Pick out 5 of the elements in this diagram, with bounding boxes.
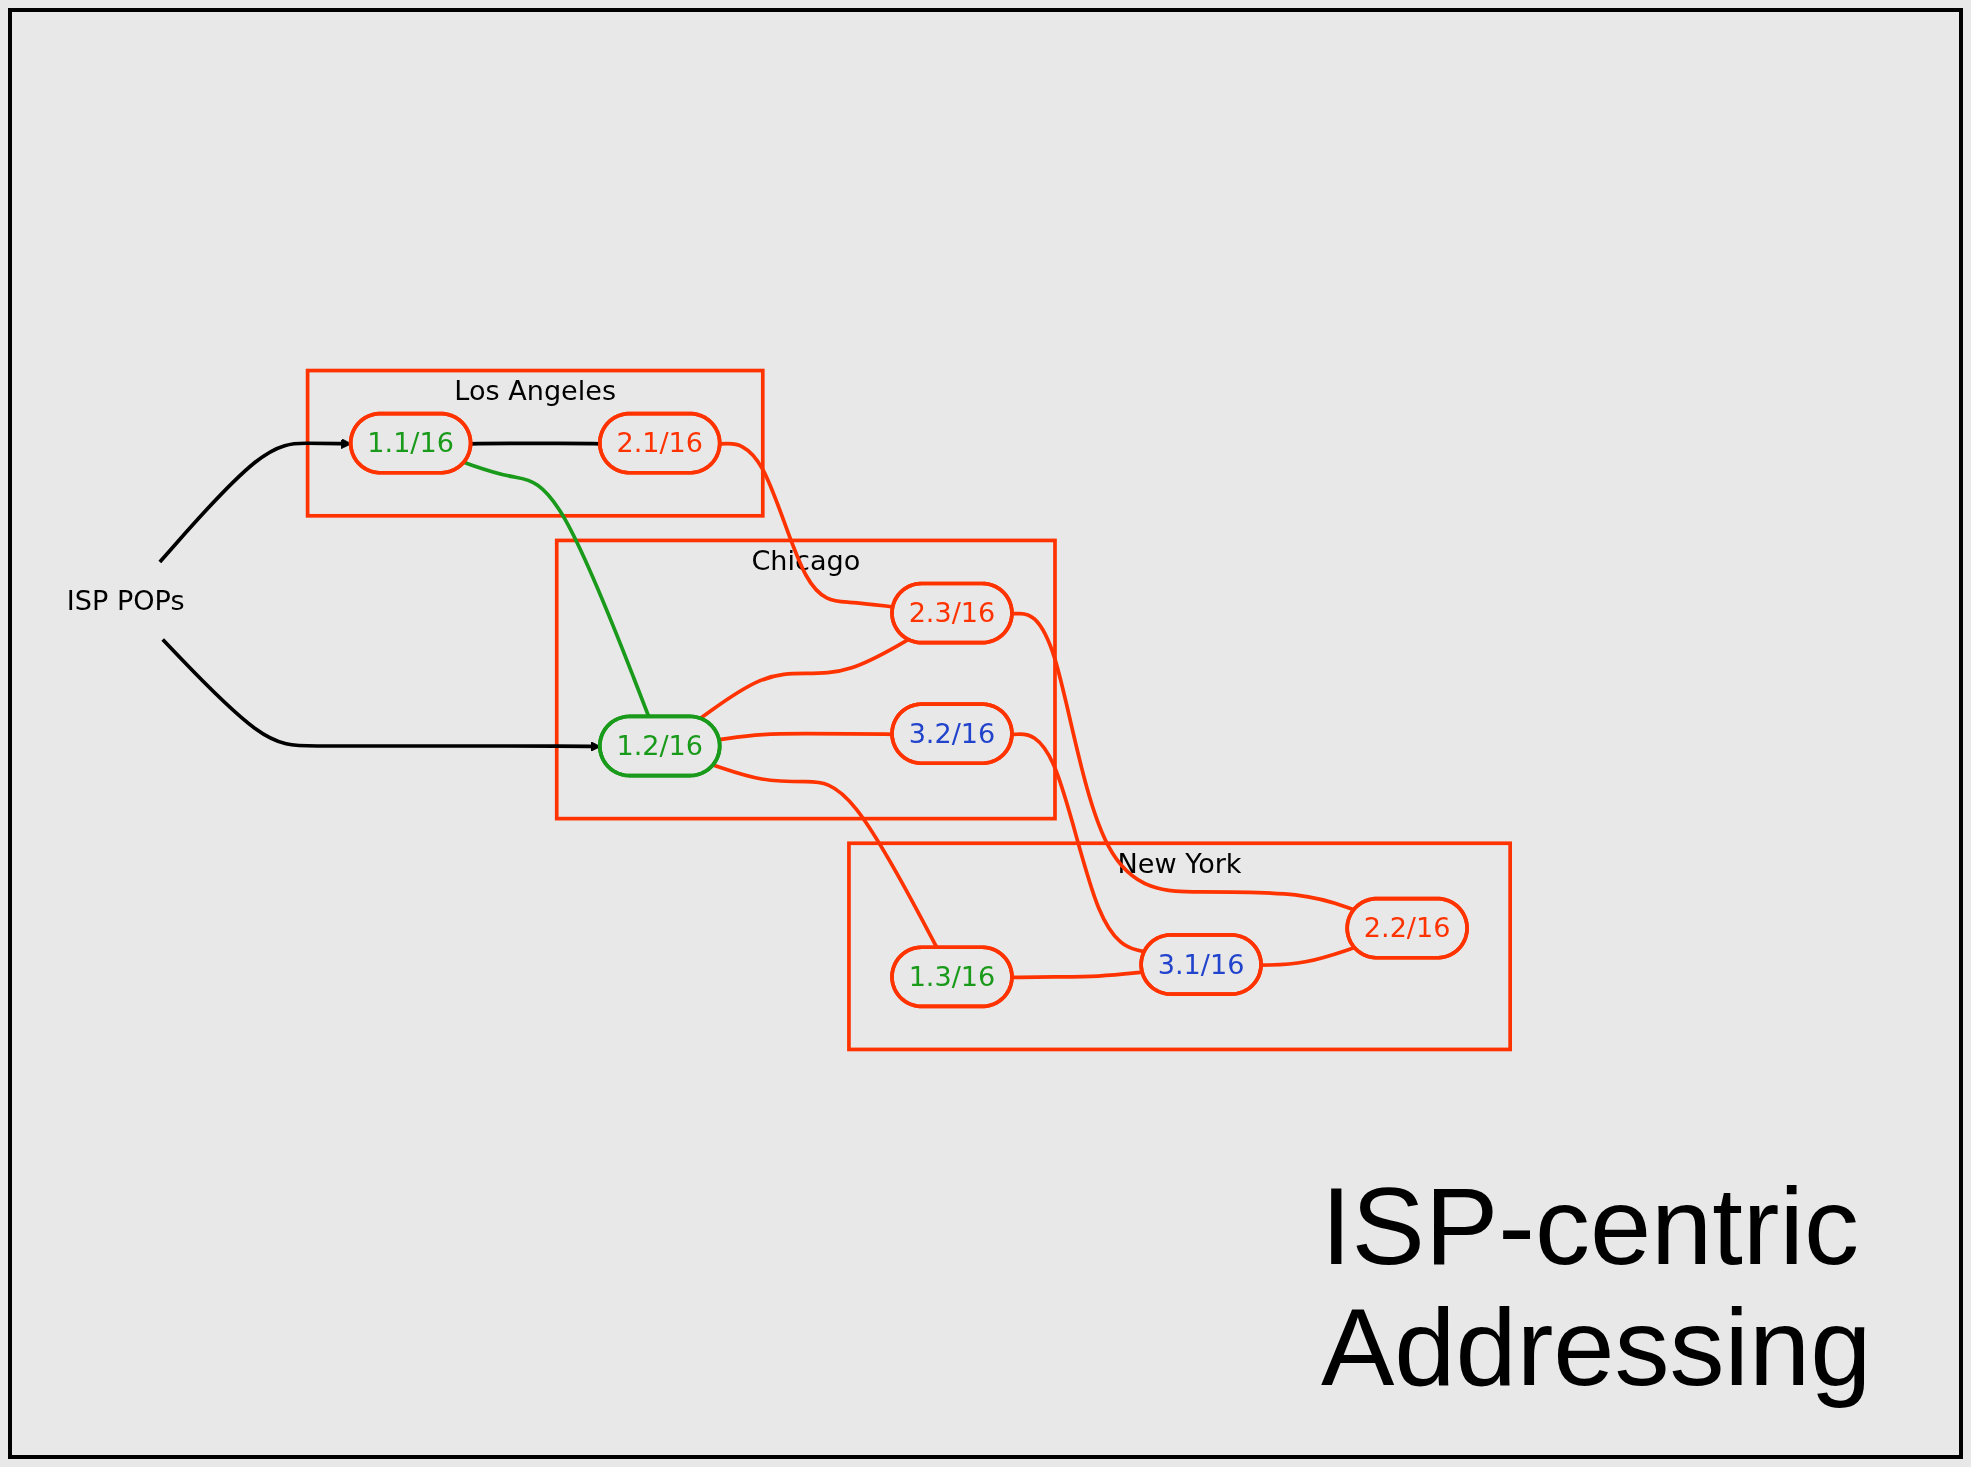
node-text: ISP POPs (66, 585, 185, 617)
connector (1012, 970, 1143, 980)
title: ISP-centric Addressing (1321, 1165, 1873, 1407)
connector (471, 441, 601, 446)
connector (1012, 611, 1356, 912)
